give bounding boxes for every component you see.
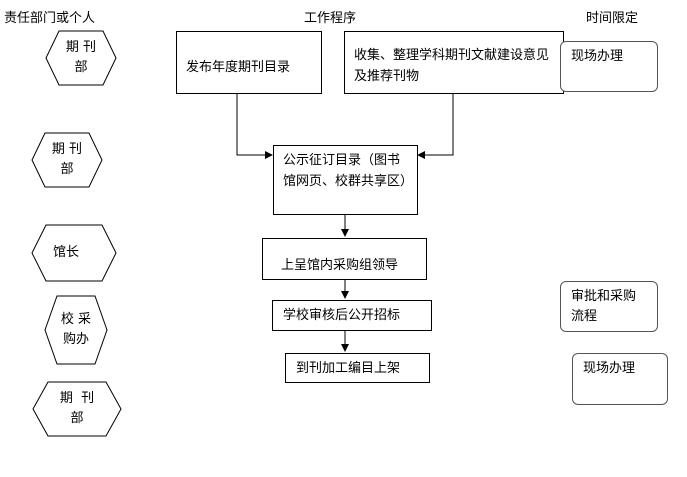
arrow-publish-to-public <box>236 94 273 159</box>
step-arrival: 到刊加工编目上架 <box>285 353 430 383</box>
dept-hexagon-procurement: 校 采 购办 <box>44 295 108 365</box>
dept-label: 期 刊 部 <box>59 391 95 426</box>
dept-hexagon-director: 馆长 <box>31 224 117 282</box>
time-limit-approval: 审批和采购流程 <box>560 281 658 332</box>
step-label: 到刊加工编目上架 <box>296 361 401 376</box>
step-submit-leader: 上呈馆内采购组领导 <box>262 238 427 280</box>
dept-hexagon-periodicals-2: 期 刊 部 <box>31 132 103 188</box>
step-publish-catalog: 发布年度期刊目录 <box>176 31 322 94</box>
header-procedure: 工作程序 <box>304 11 357 26</box>
step-public-catalog: 公示征订目录（图书馆网页、校群共享区） <box>273 145 418 215</box>
dept-hexagon-periodicals-3: 期 刊 部 <box>32 381 122 437</box>
step-label: 收集、整理学科期刊文献建设意见及推荐刊物 <box>354 48 550 84</box>
header-department: 责任部门或个人 <box>4 11 96 26</box>
dept-label: 校 采 购办 <box>60 312 92 347</box>
step-label: 上呈馆内采购组领导 <box>281 258 399 273</box>
dept-hexagon-periodicals-1: 期 刊 部 <box>45 30 117 86</box>
time-limit-label: 现场办理 <box>583 361 636 376</box>
header-time-limit: 时间限定 <box>586 11 639 26</box>
step-school-review: 学校审核后公开招标 <box>272 300 432 331</box>
dept-label: 期 刊 部 <box>51 142 83 177</box>
time-limit-onsite-2: 现场办理 <box>572 353 668 405</box>
dept-label: 期 刊 部 <box>65 40 97 75</box>
dept-label: 馆长 <box>53 245 80 260</box>
time-limit-label: 审批和采购流程 <box>571 289 637 324</box>
step-collect-suggestions: 收集、整理学科期刊文献建设意见及推荐刊物 <box>344 31 564 94</box>
time-limit-onsite-1: 现场办理 <box>560 41 658 92</box>
step-label: 公示征订目录（图书馆网页、校群共享区） <box>283 153 414 189</box>
arrow-collect-to-public <box>417 94 454 159</box>
time-limit-label: 现场办理 <box>571 49 624 64</box>
step-label: 发布年度期刊目录 <box>186 60 291 75</box>
step-label: 学校审核后公开招标 <box>283 308 401 323</box>
